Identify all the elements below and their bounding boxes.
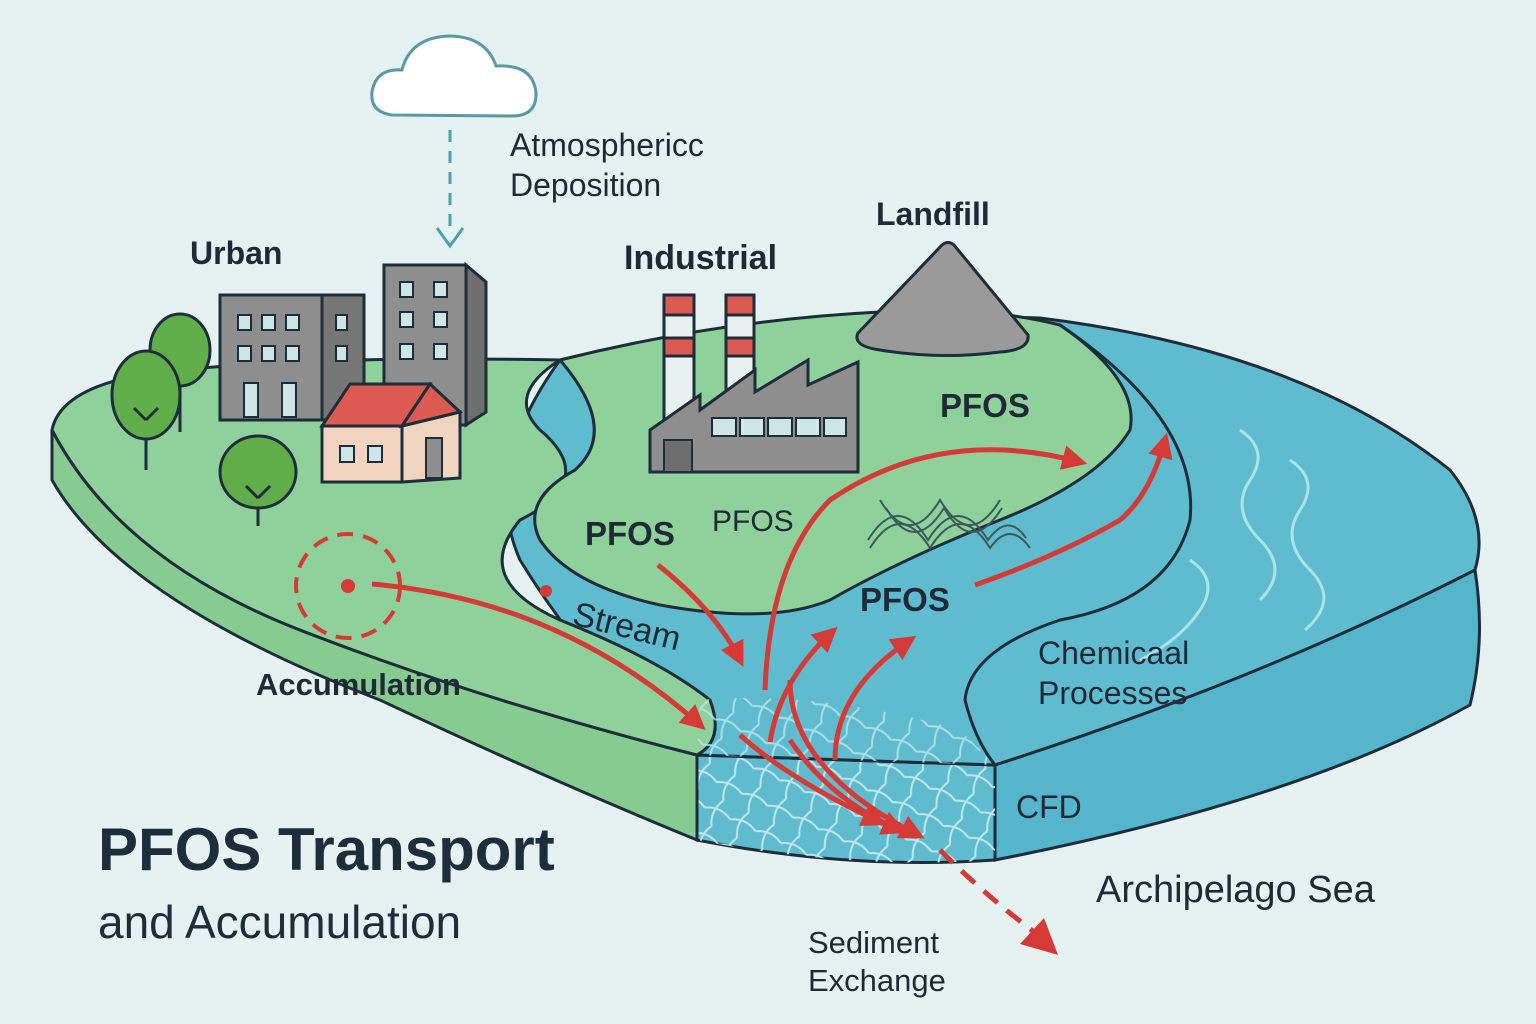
stream-point: [540, 585, 552, 597]
deposition-arrowhead: [435, 227, 465, 249]
page-title: PFOS Transport: [98, 816, 555, 883]
label-industrial: Industrial: [624, 239, 778, 277]
arrow-to-landfill: [762, 445, 1088, 691]
factory-icon: [648, 293, 860, 474]
arrow-accumulation: [371, 581, 706, 730]
arrow-down-3: [787, 738, 907, 835]
label-sediment-line1: Sediment: [808, 925, 939, 960]
landfill-icon: [855, 241, 1030, 358]
wave-2: [1289, 458, 1326, 632]
tree-icon: [218, 434, 298, 526]
label-pfos-landfill: PFOS: [940, 387, 1030, 424]
arrow-sediment-exchange: [938, 848, 1047, 943]
wave-3: [1139, 558, 1210, 662]
label-chemical-line1: Chemicaal: [1038, 635, 1190, 671]
label-landfill: Landfill: [876, 196, 990, 232]
sea-side-wall: [993, 567, 1481, 862]
label-pfos-left: PFOS: [585, 515, 675, 552]
wave-1: [1239, 428, 1277, 602]
label-atmospheric-line2: Deposition: [510, 167, 662, 203]
arrow-down-1: [738, 733, 887, 826]
arrow-pfos-left: [656, 563, 744, 667]
house-icon: [319, 381, 464, 484]
label-accumulation: Accumulation: [256, 667, 461, 702]
tree-icon: [110, 349, 182, 470]
label-atmospheric-line1: Atmosphericc: [510, 127, 704, 163]
label-pfos-water: PFOS: [860, 581, 950, 618]
label-cfd: CFD: [1016, 789, 1082, 825]
arrow-up-2: [832, 635, 917, 761]
arrow-river-up: [974, 432, 1173, 588]
page-subtitle: and Accumulation: [98, 896, 462, 948]
chemical-wave-icon: [867, 498, 1031, 550]
label-chemical-line2: Processes: [1038, 675, 1188, 711]
label-sediment-line2: Exchange: [808, 963, 946, 998]
label-urban: Urban: [190, 235, 283, 271]
label-sea: Archipelago Sea: [1096, 869, 1375, 911]
cloud-icon: [370, 34, 538, 118]
label-pfos-mid: PFOS: [712, 505, 794, 538]
